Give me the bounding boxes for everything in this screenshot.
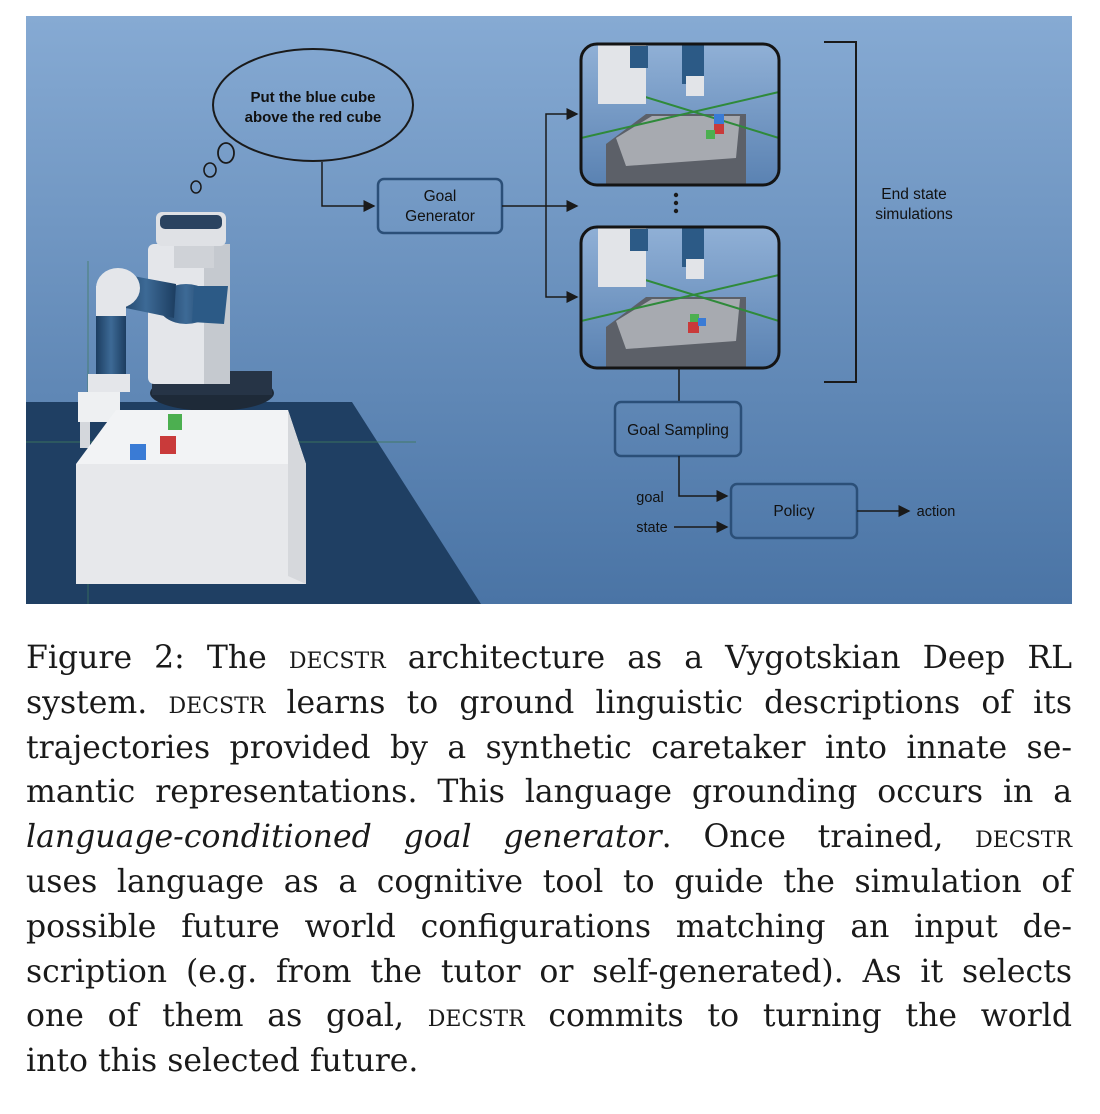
caption-text: one of them as goal,: [26, 998, 428, 1035]
thought-text-line1: Put the blue cube: [250, 89, 375, 106]
end-state-thumbnail-2: [579, 225, 781, 370]
policy-label: Policy: [773, 503, 815, 520]
caption-text: commits to turning the world: [524, 998, 1073, 1035]
caption-decstr: DECSTR: [427, 998, 525, 1035]
caption-text: learns to ground linguistic descriptions…: [265, 684, 1072, 721]
bracket: [824, 41, 857, 383]
goal-generator-line2: Generator: [405, 208, 475, 225]
ellipsis-dot: [673, 200, 679, 206]
caption-italic: language-conditioned goal generator: [26, 819, 662, 856]
end-state-line1: End state: [881, 186, 947, 203]
caption-line: Figure 2: The DECSTR architecture as a V…: [26, 636, 1072, 681]
thought-text-line2: above the red cube: [245, 109, 382, 126]
table: [76, 410, 306, 584]
architecture-diagram: Put the blue cube above the red cube Goa…: [26, 16, 1072, 604]
caption-line: scription (e.g. from the tutor or self-g…: [26, 950, 1072, 995]
goal-sampling-box: [613, 400, 743, 458]
red-cube: [160, 436, 176, 454]
caption-text: scription (e.g. from the tutor or self-g…: [26, 953, 1072, 990]
caption-decstr: DECSTR: [975, 819, 1073, 856]
caption-text: trajectories provided by a synthetic car…: [26, 729, 1072, 766]
caption-text: . Once trained,: [661, 819, 976, 856]
thought-bubble: [212, 48, 414, 162]
ellipsis-dot: [673, 208, 679, 214]
caption-prefix: Figure 2: The: [26, 640, 289, 676]
blue-cube: [130, 444, 146, 460]
caption-text: uses language as a cognitive tool to gui…: [26, 863, 1072, 900]
state-input-label: state: [636, 520, 667, 536]
end-state-line2: simulations: [875, 206, 953, 223]
figure-caption: Figure 2: The DECSTR architecture as a V…: [26, 636, 1072, 1084]
caption-text: system.: [26, 684, 169, 721]
caption-decstr: DECSTR: [288, 640, 386, 676]
caption-text: mantic representations. This language gr…: [26, 774, 1072, 811]
ellipsis-dot: [673, 192, 679, 198]
green-cube: [168, 414, 182, 430]
goal-generator-line1: Goal: [424, 188, 457, 205]
caption-line: into this selected future.: [26, 1039, 1072, 1084]
caption-line: language-conditioned goal generator. Onc…: [26, 815, 1072, 860]
caption-line: uses language as a cognitive tool to gui…: [26, 860, 1072, 905]
robot: [78, 212, 274, 448]
goal-input-label: goal: [636, 490, 663, 506]
caption-line: trajectories provided by a synthetic car…: [26, 726, 1072, 771]
caption-line: one of them as goal, DECSTR commits to t…: [26, 994, 1072, 1039]
caption-line: system. DECSTR learns to ground linguist…: [26, 681, 1072, 726]
caption-line: possible future world configurations mat…: [26, 905, 1072, 950]
caption-line: mantic representations. This language gr…: [26, 770, 1072, 815]
action-output-label: action: [917, 504, 956, 520]
goal-sampling-label: Goal Sampling: [627, 422, 729, 439]
figure-image: Put the blue cube above the red cube Goa…: [26, 16, 1072, 604]
caption-text: possible future world configurations mat…: [26, 908, 1072, 945]
caption-text: into this selected future.: [26, 1043, 419, 1080]
end-state-thumbnail-1: [579, 42, 781, 187]
caption-text-1a: architecture as a Vygotskian Deep RL: [385, 640, 1072, 676]
caption-decstr: DECSTR: [168, 684, 266, 721]
